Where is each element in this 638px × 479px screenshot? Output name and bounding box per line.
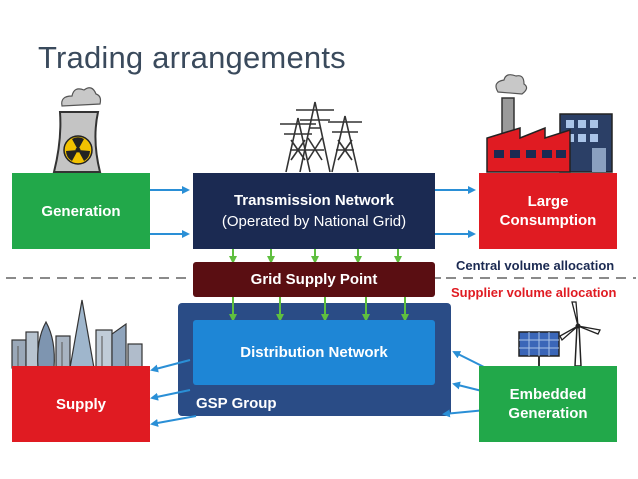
large-consumption-label-line2: Consumption	[499, 212, 597, 229]
generation-label: Generation	[41, 202, 121, 220]
transmission-network-subtitle: (Operated by National Grid)	[221, 213, 407, 230]
arrow-gsp-supply-2	[150, 389, 191, 401]
gsp-group-label: GSP Group	[196, 395, 277, 412]
arrow-embedded-gsp-1	[452, 351, 487, 369]
large-consumption-box: Large Consumption	[479, 173, 617, 249]
distribution-network-box: Distribution Network	[193, 320, 435, 385]
nuclear-power-station-icon	[52, 87, 102, 173]
wind-turbine-icon	[559, 301, 601, 367]
arrow-gsp-supply-1	[150, 359, 191, 373]
central-volume-allocation-label: Central volume allocation	[456, 258, 615, 273]
grid-supply-point-box: Grid Supply Point	[193, 262, 435, 297]
supply-box: Supply	[12, 366, 150, 442]
page-title: Trading arrangements	[38, 40, 346, 75]
generation-box: Generation	[12, 173, 150, 249]
grid-supply-point-label: Grid Supply Point	[250, 271, 378, 288]
arrow-gsp-supply-3	[150, 415, 197, 427]
solar-panel-icon	[518, 331, 560, 366]
distribution-network-label: Distribution Network	[240, 344, 388, 361]
supplier-volume-allocation-label: Supplier volume allocation	[451, 285, 617, 300]
transmission-pylons-icon	[280, 101, 362, 173]
embedded-generation-label-line1: Embedded	[509, 386, 587, 403]
city-skyline-icon	[11, 299, 143, 369]
transmission-network-box: Transmission Network (Operated by Nation…	[193, 173, 435, 249]
transmission-network-title: Transmission Network	[233, 192, 395, 209]
embedded-generation-label-line2: Generation	[508, 405, 588, 422]
factory-icon	[486, 74, 613, 173]
embedded-generation-box: Embedded Generation	[479, 366, 617, 442]
large-consumption-label-line1: Large	[527, 193, 569, 210]
supply-label: Supply	[55, 395, 106, 413]
